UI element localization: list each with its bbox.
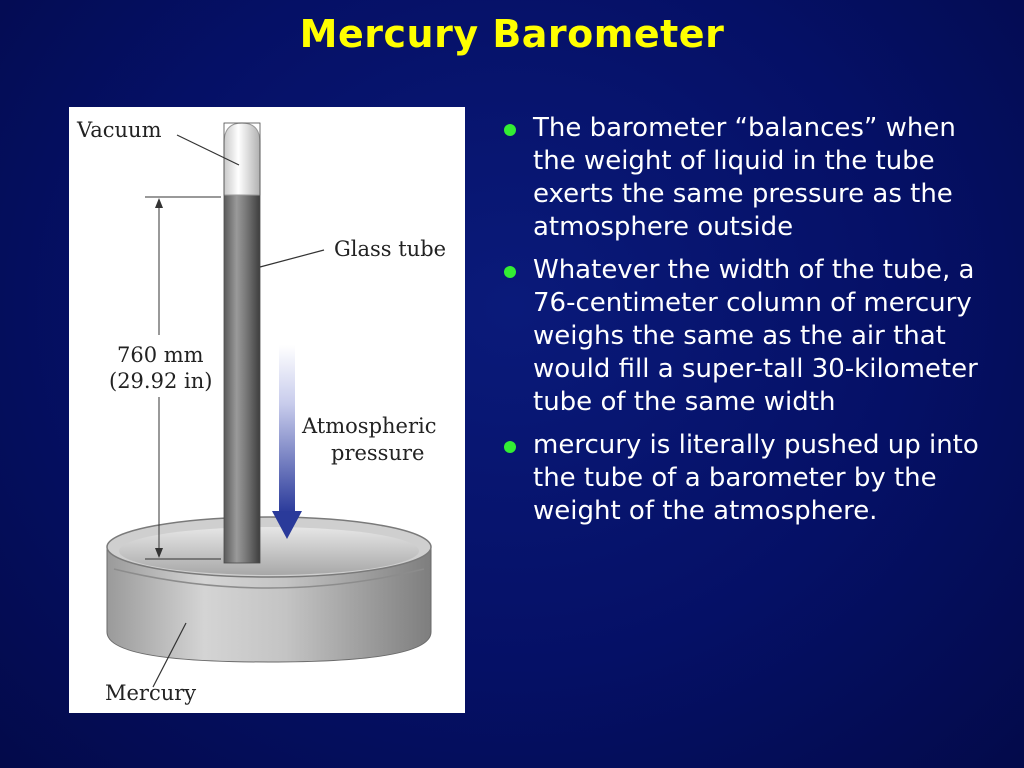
height-in-label: (29.92 in) bbox=[109, 369, 213, 393]
bullet-item: The barometer “balances” when the weight… bbox=[500, 112, 1000, 244]
vacuum-leader-line bbox=[176, 134, 240, 166]
bullet-item: Whatever the width of the tube, a 76-cen… bbox=[500, 254, 1000, 419]
pressure-arrow-icon bbox=[272, 345, 302, 539]
bullet-text: The barometer “balances” when the weight… bbox=[533, 113, 956, 242]
mercury-dish bbox=[106, 516, 432, 663]
pressure-label-line1: Atmospheric bbox=[302, 414, 437, 438]
mercury-label: Mercury bbox=[105, 681, 197, 705]
mercury-leader-line bbox=[152, 622, 187, 688]
bullet-dot-icon bbox=[504, 124, 516, 136]
bullet-list: The barometer “balances” when the weight… bbox=[500, 112, 1000, 538]
glass-tube-leader-line bbox=[259, 249, 325, 268]
barometer-diagram: Vacuum Glass tube 760 mm (29.92 in) Atmo… bbox=[69, 107, 465, 713]
height-mm-label: 760 mm bbox=[117, 343, 204, 367]
height-dimension bbox=[145, 196, 221, 560]
slide-title: Mercury Barometer bbox=[299, 12, 725, 56]
bullet-dot-icon bbox=[504, 266, 516, 278]
glass-tube-label: Glass tube bbox=[334, 237, 447, 261]
barometer-illustration bbox=[106, 122, 432, 688]
bullet-text: mercury is literally pushed up into the … bbox=[533, 430, 979, 526]
pressure-label-line2: pressure bbox=[331, 441, 425, 465]
vacuum-label: Vacuum bbox=[77, 118, 162, 142]
bullet-dot-icon bbox=[504, 441, 516, 453]
bullet-item: mercury is literally pushed up into the … bbox=[500, 429, 1000, 528]
glass-tube bbox=[223, 122, 261, 564]
bullet-text: Whatever the width of the tube, a 76-cen… bbox=[533, 255, 978, 417]
